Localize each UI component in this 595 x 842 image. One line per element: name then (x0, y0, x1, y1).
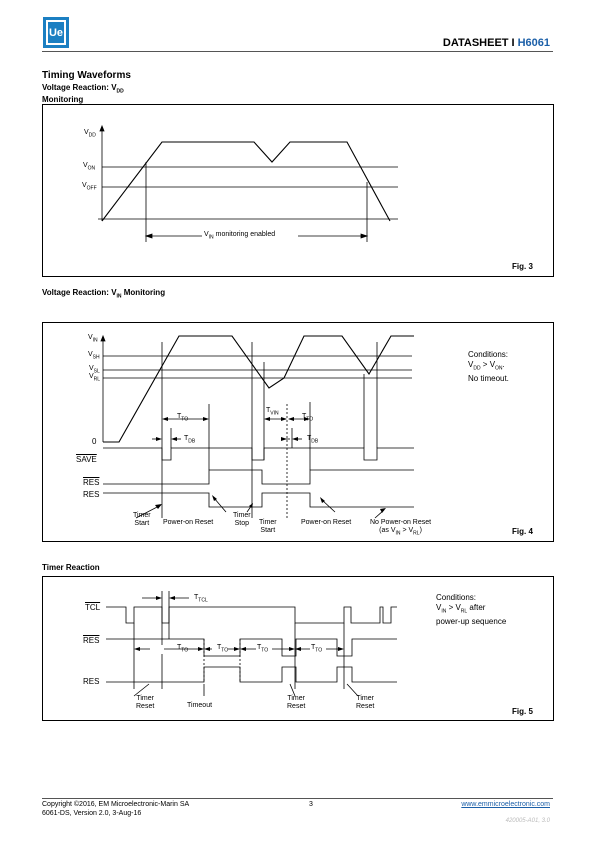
footer-version: 6061-DS, Version 2.0, 3-Aug-16 (42, 810, 142, 817)
fig4-label-vin: VIN (88, 334, 98, 344)
fig4-label-tto1: TTO (177, 413, 189, 423)
fig4-ann-arrow-4 (321, 499, 336, 513)
fig5-res-waveform (106, 666, 397, 683)
fig5-label-tto-4: TTO (311, 644, 323, 654)
footer-website-link[interactable]: www.emmicroelectronic.com (461, 801, 550, 808)
fig5-label-res: RES (83, 677, 100, 686)
fig5-label-tto-1: TTO (177, 644, 189, 654)
footer-doc-reference: 420005-A01, 3.0 (505, 818, 550, 824)
fig5-label-tcl: TCL (85, 603, 101, 612)
timer-section-title: Timer Reaction (42, 563, 100, 572)
fig5-diagram (106, 591, 397, 697)
company-logo: Ue (43, 17, 69, 48)
fig5-label-tto-2: TTO (217, 644, 229, 654)
footer-page-number: 3 (309, 801, 313, 808)
fig5-frame (42, 576, 554, 721)
fig3-span-arrow-right (360, 233, 369, 239)
fig4-diagram (100, 334, 414, 519)
fig5-conditions: Conditions: VIN > VRL after power-up seq… (436, 593, 507, 626)
fig5-ann-arrow-4 (346, 683, 359, 697)
fig5-label-tto-3: TTO (257, 644, 269, 654)
fig4-label-save: SAVE (76, 455, 97, 464)
fig4-label-tto2: TTO (302, 413, 314, 423)
fig4-label-tvin: TVIN (266, 407, 279, 417)
fig4-label-tdb2: TDB (307, 435, 319, 445)
fig5-caption: Fig. 5 (512, 707, 533, 716)
footer-copyright: Copyright ©2016, EM Microelectronic-Mari… (42, 801, 190, 808)
fig4-save-waveform (103, 447, 414, 461)
fig3-diagram (98, 124, 398, 242)
fig4-label-zero: 0 (92, 437, 97, 446)
fig5-ann-arrow-3 (289, 683, 296, 697)
fig3-caption: Fig. 3 (512, 262, 533, 271)
fig4-label-tdb1: TDB (184, 435, 196, 445)
part-number: H6061 (517, 37, 550, 49)
header-separator: I (511, 37, 515, 49)
fig5-label-resbar: RES (83, 636, 100, 645)
fig4-axis-arrow (100, 334, 106, 342)
vin-section-title: Voltage Reaction: VIN Monitoring (42, 288, 166, 300)
fig5-label-ttcl: TTCL (194, 594, 208, 604)
header-rule (42, 51, 553, 52)
footer-rule (42, 798, 553, 799)
doc-type: DATASHEET (442, 37, 509, 49)
fig3-span-arrow-left (144, 233, 153, 239)
fig5-ann-arrow-1 (133, 683, 150, 697)
fig5-resbar-waveform (106, 638, 397, 657)
main-title: Timing Waveforms (42, 70, 131, 81)
fig4-ann-por-1: Power-on Reset (163, 519, 214, 526)
fig4-res-waveform (103, 492, 414, 508)
fig3-label-von: VON (83, 162, 96, 172)
fig3-label-vdd: VDD (84, 129, 96, 139)
fig4-ann-arrow-2 (213, 497, 227, 513)
fig3-axis-arrow (99, 124, 105, 132)
fig4-label-res: RES (83, 490, 100, 499)
fig4-ann-no-por: No Power-on Reset(as VIN > VRL) (370, 519, 432, 537)
fig4-frame (42, 322, 554, 542)
fig4-resbar-waveform (103, 469, 414, 485)
fig5-tcl-waveform (106, 606, 397, 624)
logo-text: Ue (49, 27, 63, 39)
fig4-vin-waveform (103, 335, 414, 443)
fig4-caption: Fig. 4 (512, 527, 533, 536)
fig4-ann-por-2: Power-on Reset (301, 519, 352, 526)
fig4-conditions: Conditions: VDD > VON. No timeout. (468, 350, 509, 383)
fig3-label-voff: VOFF (82, 182, 97, 192)
fig4-label-vsh: VSH (88, 351, 100, 361)
fig3-vdd-waveform (101, 141, 391, 222)
fig4-label-vsl: VSL (89, 365, 100, 375)
fig4-label-vrl: VRL (89, 373, 101, 383)
fig5-ann-timeout: Timeout (187, 702, 213, 709)
fig3-span-label: VIN monitoring enabled (204, 231, 276, 241)
fig4-label-resbar: RES (83, 478, 100, 487)
fig3-frame (42, 104, 554, 277)
